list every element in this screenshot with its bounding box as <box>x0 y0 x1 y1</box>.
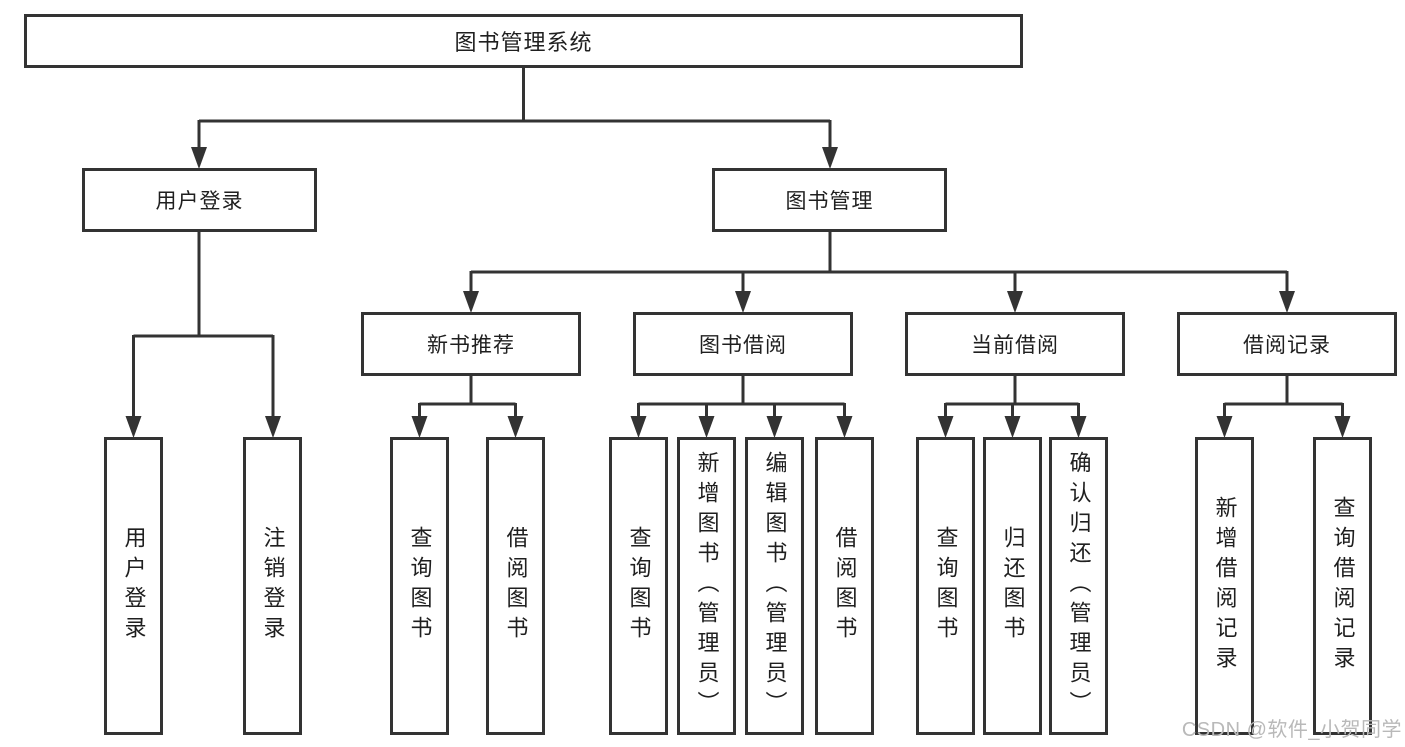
leaf-borrow-books-recommend: 借阅图书 <box>486 437 545 735</box>
csdn-watermark: CSDN @软件_小贺同学 <box>1181 719 1402 741</box>
leaf-borrow-books-borrowing-label: 借阅图书 <box>832 526 858 646</box>
leaf-query-books-borrowing: 查询图书 <box>609 437 668 735</box>
leaf-return-book-label: 归还图书 <box>1000 526 1026 646</box>
leaf-add-borrow-record-label: 新增借阅记录 <box>1212 496 1238 676</box>
leaf-user-login-label: 用户登录 <box>121 526 147 646</box>
node-current-borrowing-label: 当前借阅 <box>971 334 1059 357</box>
leaf-add-book-admin: 新增图书（管理员） <box>677 437 736 735</box>
leaf-logout: 注销登录 <box>243 437 302 735</box>
leaf-confirm-return-admin: 确认归还（管理员） <box>1049 437 1108 735</box>
node-system-label: 图书管理系统 <box>454 30 593 55</box>
leaf-query-books-recommend-label: 查询图书 <box>407 526 433 646</box>
leaf-query-books-current: 查询图书 <box>916 437 975 735</box>
leaf-logout-label: 注销登录 <box>260 526 286 646</box>
node-book-management-label: 图书管理 <box>785 190 874 213</box>
node-book-borrowing-label: 图书借阅 <box>699 334 787 357</box>
leaf-query-books-current-label: 查询图书 <box>933 526 959 646</box>
node-book-borrowing: 图书借阅 <box>633 312 853 376</box>
leaf-add-borrow-record: 新增借阅记录 <box>1195 437 1254 735</box>
leaf-confirm-return-admin-label: 确认归还（管理员） <box>1066 451 1092 721</box>
node-borrowing-records-label: 借阅记录 <box>1243 334 1331 357</box>
leaf-user-login: 用户登录 <box>104 437 163 735</box>
node-new-book-recommend-label: 新书推荐 <box>427 334 515 357</box>
leaf-borrow-books-borrowing: 借阅图书 <box>815 437 874 735</box>
node-borrowing-records: 借阅记录 <box>1177 312 1397 376</box>
leaf-add-book-admin-label: 新增图书（管理员） <box>694 451 720 721</box>
leaf-edit-book-admin: 编辑图书（管理员） <box>745 437 804 735</box>
leaf-query-books-recommend: 查询图书 <box>390 437 449 735</box>
leaf-query-borrow-record-label: 查询借阅记录 <box>1330 496 1356 676</box>
node-current-borrowing: 当前借阅 <box>905 312 1125 376</box>
node-user-login: 用户登录 <box>82 168 317 232</box>
leaf-query-borrow-record: 查询借阅记录 <box>1313 437 1372 735</box>
node-system: 图书管理系统 <box>24 14 1023 68</box>
leaf-return-book: 归还图书 <box>983 437 1042 735</box>
leaf-query-books-borrowing-label: 查询图书 <box>626 526 652 646</box>
node-book-management: 图书管理 <box>712 168 947 232</box>
leaf-borrow-books-recommend-label: 借阅图书 <box>503 526 529 646</box>
leaf-edit-book-admin-label: 编辑图书（管理员） <box>762 451 788 721</box>
node-user-login-label: 用户登录 <box>155 190 244 213</box>
node-new-book-recommend: 新书推荐 <box>361 312 581 376</box>
